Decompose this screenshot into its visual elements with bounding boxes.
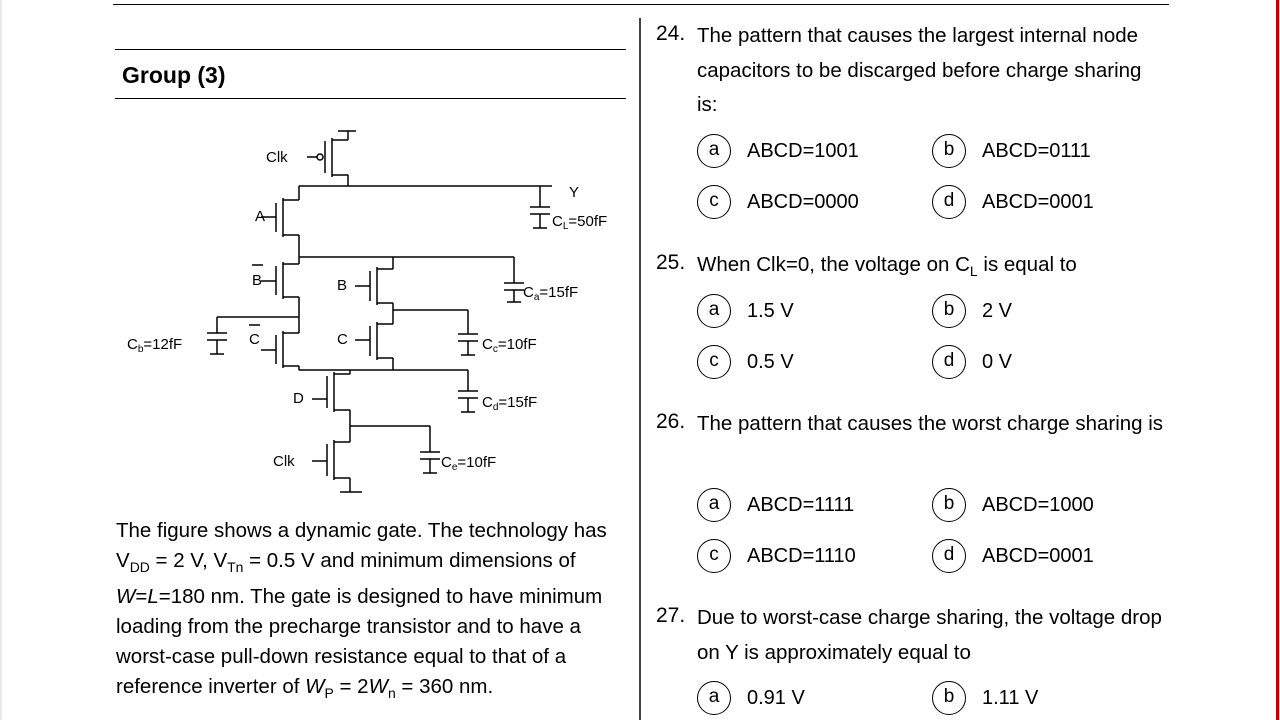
- group-rule-bottom: [115, 98, 626, 99]
- group-title: Group (3): [122, 62, 226, 88]
- cap-label-cd: Cd=15fF: [482, 394, 537, 413]
- label-input-b: B: [337, 277, 347, 294]
- label-input-b-bar: B: [252, 272, 262, 289]
- page-left-edge: [0, 0, 2, 720]
- cap-label-cc: Cc=10fF: [482, 336, 537, 355]
- label-input-d: D: [293, 390, 304, 407]
- option-circle: a: [697, 681, 731, 715]
- top-rule: [113, 4, 1169, 5]
- group-rule-top: [115, 49, 626, 50]
- option-circle: d: [932, 345, 966, 379]
- page-right-border: [1276, 0, 1279, 720]
- label-output-y: Y: [569, 184, 579, 201]
- cap-label-ce: Ce=10fF: [441, 454, 496, 473]
- option-circle: b: [932, 681, 966, 715]
- question-26-text: The pattern that causes the worst charge…: [697, 412, 1164, 435]
- option-circle: c: [697, 345, 731, 379]
- option-circle: a: [697, 294, 731, 328]
- option-circle: c: [697, 185, 731, 219]
- question-24-number: 24.: [656, 22, 686, 45]
- question-24-text: The pattern that causes the largest inte…: [697, 24, 1142, 116]
- option-circle: b: [932, 134, 966, 168]
- option-circle: d: [932, 185, 966, 219]
- label-input-c: C: [337, 331, 348, 348]
- column-divider: [639, 18, 641, 720]
- question-26-number: 26.: [656, 410, 686, 433]
- option-circle: b: [932, 294, 966, 328]
- label-input-a: A: [255, 208, 265, 225]
- question-25-text: When Clk=0, the voltage on CL is equal t…: [697, 253, 1077, 280]
- problem-description: The figure shows a dynamic gate. The tec…: [116, 519, 607, 702]
- question-25-number: 25.: [656, 251, 686, 274]
- question-27-text: Due to worst-case charge sharing, the vo…: [697, 606, 1162, 664]
- label-clk-bottom: Clk: [273, 453, 295, 470]
- option-circle: a: [697, 488, 731, 522]
- label-clk-top: Clk: [266, 149, 288, 166]
- cap-label-cb: Cb=12fF: [127, 336, 182, 355]
- option-circle: c: [697, 539, 731, 573]
- question-27-number: 27.: [656, 604, 686, 627]
- option-circle: b: [932, 488, 966, 522]
- option-circle: d: [932, 539, 966, 573]
- cap-label-ca: Ca=15fF: [523, 284, 578, 303]
- label-input-c-bar: C: [249, 331, 260, 348]
- option-circle: a: [697, 134, 731, 168]
- cap-label-cl: CL=50fF: [552, 213, 607, 232]
- dynamic-gate-circuit: Clk A B B C C D Clk Y CL=50fF Ca=15fF Cb…: [127, 130, 607, 493]
